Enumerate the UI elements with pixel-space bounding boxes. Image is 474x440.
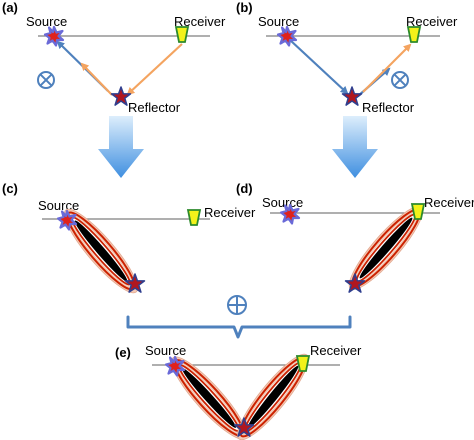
panel-b-orange-ray [362, 43, 412, 93]
panel-a-tag: (a) [2, 0, 18, 15]
oplus-icon [227, 295, 247, 315]
panel-b-reflector-label: Reflector [362, 100, 415, 115]
panel-e-source-label: Source [145, 343, 186, 358]
panel-d: (d) Source Receiver [236, 181, 474, 299]
panel-e-receiver-label: Receiver [310, 343, 362, 358]
sum-brace [126, 315, 352, 339]
panel-b-down-arrow-icon [332, 116, 378, 178]
panel-b-receiver-label: Receiver [406, 14, 458, 29]
panel-b-reflector-star-icon [341, 86, 363, 106]
panel-b-source-label: Source [258, 14, 299, 29]
panel-b: (b) Source Receiver Reflector [236, 0, 458, 178]
panel-a-source-label: Source [26, 14, 67, 29]
panel-e: (e) Source Receiver [115, 343, 362, 440]
panel-e-receiver-icon [296, 355, 310, 372]
panel-c: (c) Source Receiver [2, 181, 256, 302]
panel-b-receiver-icon [407, 26, 421, 43]
panel-a-otimes-icon [37, 71, 55, 89]
panel-c-receiver-label: Receiver [204, 205, 256, 220]
panel-a-orange-ray-down [126, 43, 183, 96]
panel-e-tag: (e) [115, 345, 131, 360]
panel-a-reflector-label: Reflector [128, 100, 181, 115]
panel-d-receiver-icon [411, 203, 425, 220]
panel-d-tag: (d) [236, 181, 253, 196]
panel-a-receiver-label: Receiver [174, 14, 226, 29]
panel-b-otimes-icon [391, 71, 409, 89]
panel-a: (a) Source Receiver Reflector [2, 0, 226, 178]
panel-d-receiver-label: Receiver [424, 195, 474, 210]
panel-c-receiver-icon [187, 209, 201, 226]
panel-c-tag: (c) [2, 181, 18, 196]
panel-b-blue-ray-down [289, 39, 349, 95]
panel-a-down-arrow-icon [98, 116, 144, 178]
panel-a-orange-ray-up [80, 62, 113, 96]
panel-a-receiver-icon [175, 26, 189, 43]
panel-d-source-label: Source [262, 195, 303, 210]
panel-b-tag: (b) [236, 0, 253, 15]
